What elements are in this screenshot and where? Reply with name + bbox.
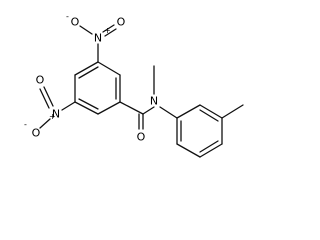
atom-O-top-left-charge: - <box>66 12 69 21</box>
bond-nitro-top-O-left <box>79 25 93 35</box>
atom-N-amide: N <box>150 95 158 108</box>
atom-N-nitro-top: N + <box>94 26 111 45</box>
bond-nitro-left-O-lower <box>39 118 51 129</box>
atom-O-left-lower: O - <box>24 120 41 140</box>
bond-nitro-left-O-upper-b <box>43 86 54 107</box>
bond-ringB-2 <box>176 143 201 158</box>
bonds <box>39 24 244 158</box>
bond-nitro-left-O-upper-a <box>39 88 50 109</box>
atom-N-nitro-left: N + <box>49 108 60 122</box>
atom-O-carbonyl: O <box>137 131 146 144</box>
bond-nitro-top-O-right-a <box>102 24 115 33</box>
bond-ringB-6 <box>176 104 201 119</box>
bond-ringB-3-inner <box>199 140 219 153</box>
bond-ringA-4 <box>74 101 99 115</box>
atom-N-nitro-top-charge: + <box>104 26 111 35</box>
atom-N-nitro-left-charge: + <box>49 112 56 121</box>
bond-ringA-6 <box>74 61 99 76</box>
bond-nitro-top-O-right-b <box>104 28 117 37</box>
bond-carbonyl-to-N <box>142 106 155 115</box>
bond-ringA-6-inner <box>78 66 99 79</box>
bond-ringB-3 <box>199 143 223 158</box>
atom-O-left-lower-charge: - <box>24 120 27 129</box>
atom-O-top-left: O - <box>66 12 80 29</box>
atom-N-nitro-left-symbol: N <box>52 108 60 121</box>
bond-ringA-3 <box>97 101 121 115</box>
atom-labels: N + O - O N + O O - O N <box>24 12 158 144</box>
atom-O-top-right: O <box>117 16 126 29</box>
bond-ringA-1 <box>97 61 121 76</box>
bond-ringB-methyl <box>221 104 244 119</box>
bond-ringB-5 <box>199 104 223 119</box>
bond-ring-to-carbonyl <box>119 101 144 115</box>
bond-N-to-ringB <box>159 106 178 119</box>
bond-ringB-5-inner <box>199 109 219 122</box>
molecule-structure: N + O - O N + O O - O N <box>24 12 244 158</box>
bond-ringA-4-inner <box>78 98 99 110</box>
atom-N-nitro-top-symbol: N <box>94 32 102 45</box>
atom-O-left-lower-symbol: O <box>32 127 41 140</box>
atom-O-top-left-symbol: O <box>71 16 80 29</box>
atom-O-left-upper: O <box>36 74 45 87</box>
bond-ring-to-nitro-left <box>61 101 76 111</box>
